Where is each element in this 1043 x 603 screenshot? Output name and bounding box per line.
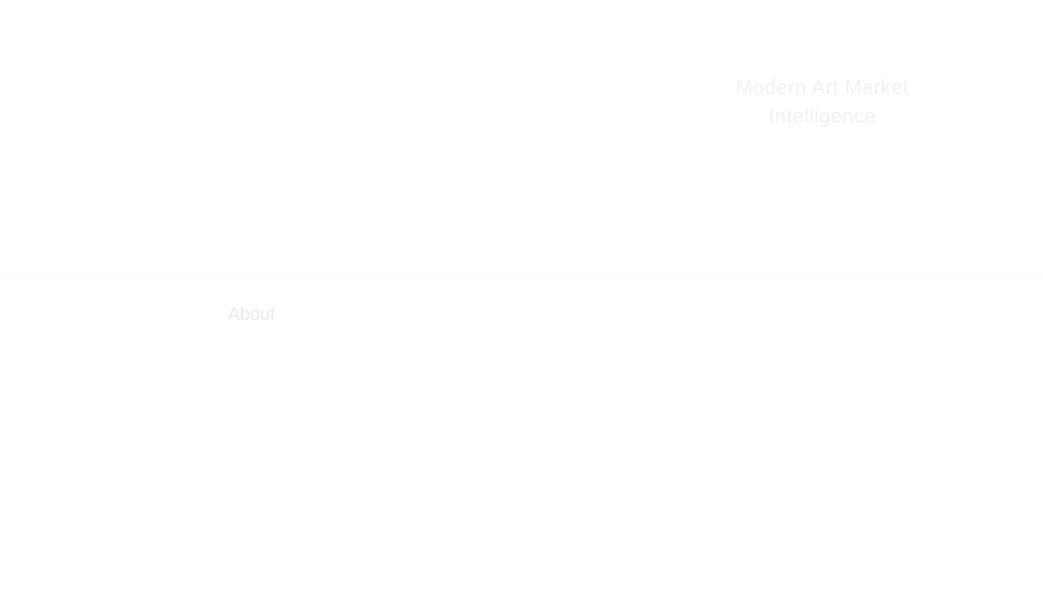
hero-heading-line-1: Modern Art Market <box>735 77 909 99</box>
hero-divider <box>0 278 1043 279</box>
hero-heading-line-2: Intelligence <box>768 106 877 128</box>
section-title: About <box>228 304 276 324</box>
hero-heading: Modern Art Market Intelligence <box>690 74 955 132</box>
